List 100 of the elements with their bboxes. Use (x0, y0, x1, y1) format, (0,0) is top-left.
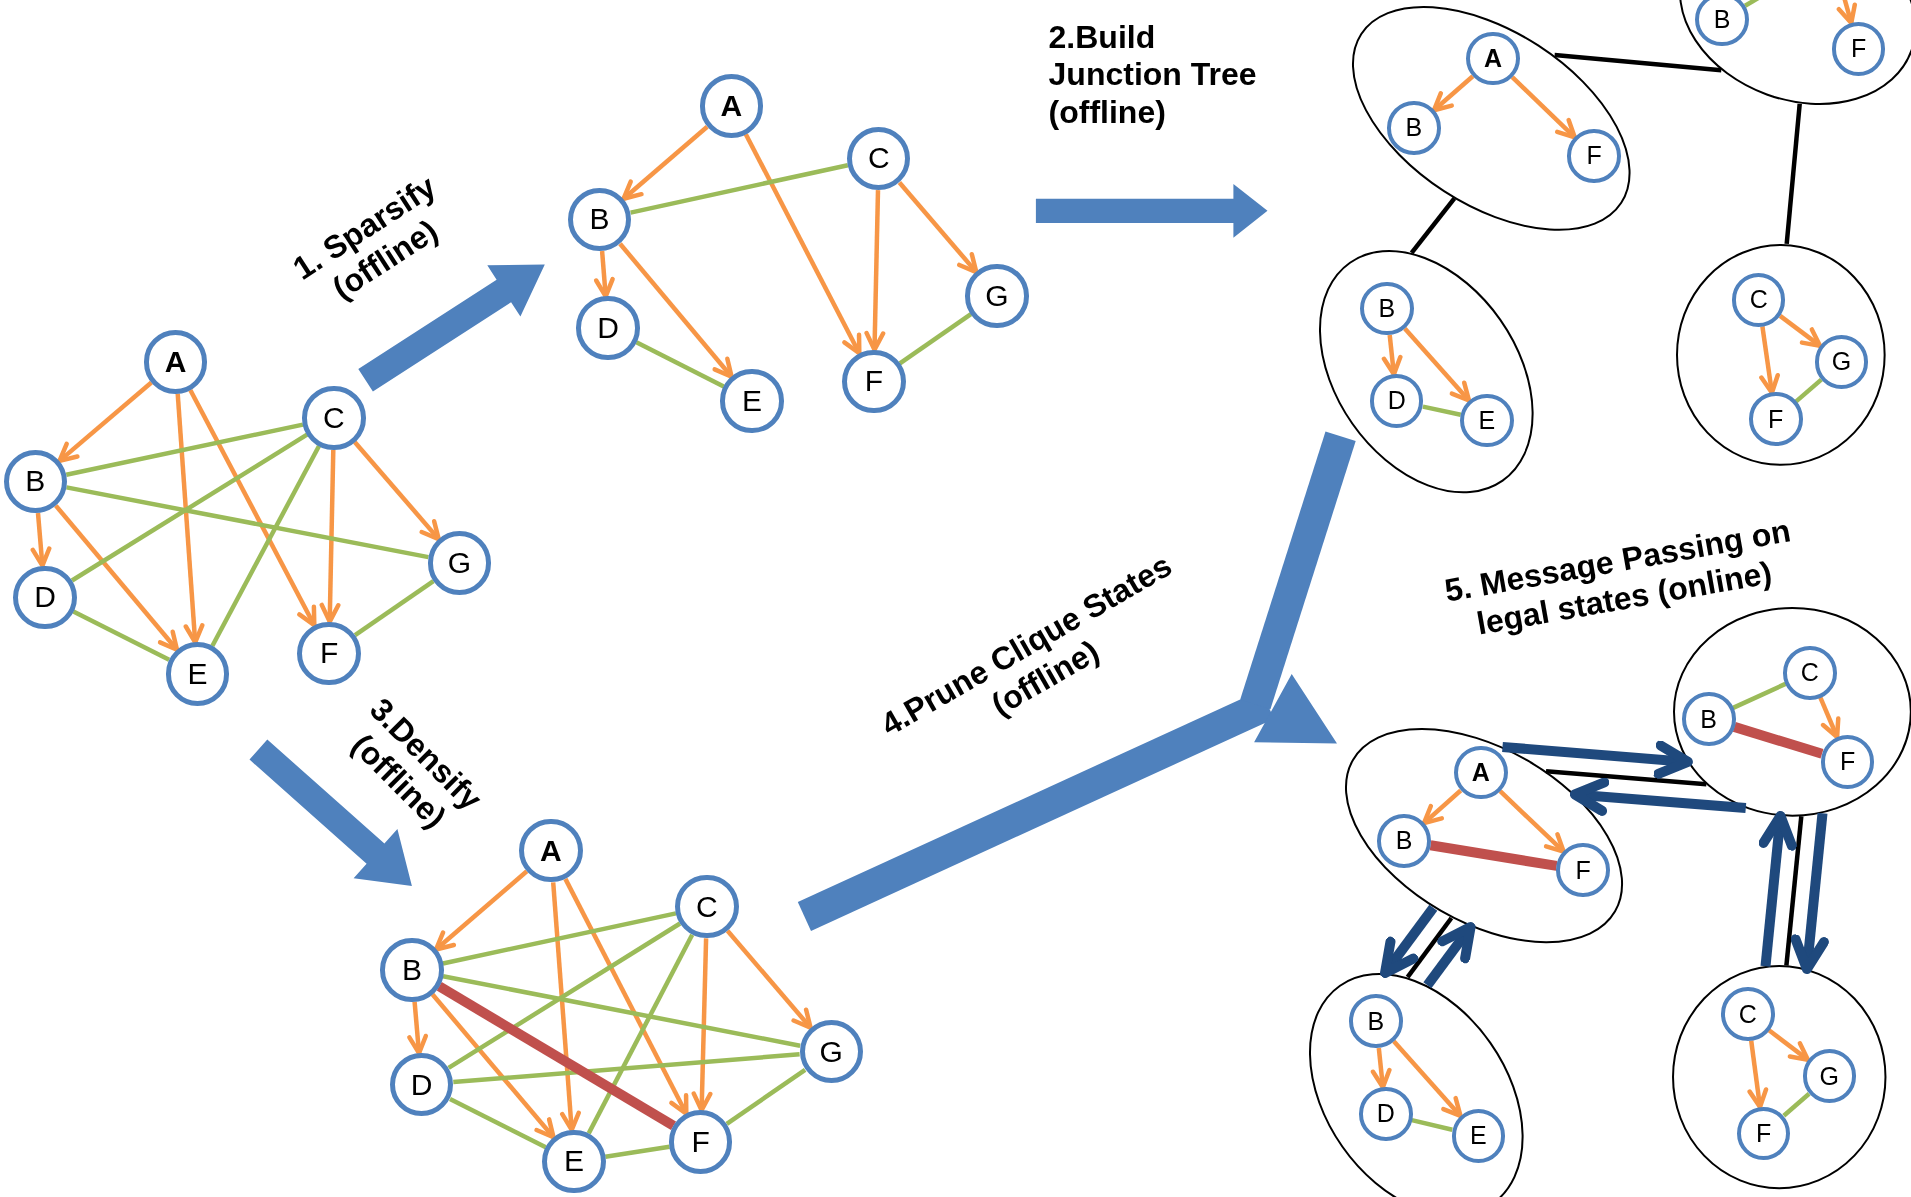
node-label: C (1800, 660, 1819, 686)
link-line (442, 974, 801, 1048)
arrow (1403, 326, 1472, 403)
graph-node (1567, 129, 1621, 183)
link-line (1411, 1117, 1453, 1132)
node-label: G (985, 281, 1009, 312)
node-label: B (1378, 295, 1396, 321)
node-label: E (187, 658, 208, 689)
node-label: G (819, 1036, 843, 1067)
graph-node (1386, 101, 1441, 155)
node-label: D (34, 582, 56, 613)
link-line (66, 485, 429, 560)
arrow (725, 929, 813, 1030)
graph-node (675, 875, 739, 939)
graph-node (519, 819, 583, 883)
node-label: F (1755, 1120, 1772, 1146)
arrow (593, 250, 615, 299)
graph-node (302, 386, 366, 450)
link-line (447, 921, 682, 1070)
arrow (1778, 314, 1823, 349)
graph-node (1556, 843, 1610, 897)
node-label: B (25, 466, 46, 497)
graph-node (3, 449, 68, 514)
link-line (1784, 103, 1802, 245)
node-label: E (1478, 407, 1496, 433)
link-line (65, 422, 304, 477)
clique-ellipse (1318, 250, 1534, 494)
arrow (433, 869, 529, 952)
clique-ellipse (1675, 243, 1886, 466)
node-label: A (164, 346, 187, 377)
arrow (621, 125, 709, 201)
arrow (57, 380, 153, 464)
graph-node (1377, 814, 1431, 868)
graph-node (1451, 1109, 1506, 1163)
node-label: F (1768, 406, 1784, 432)
node-label: G (447, 548, 472, 579)
link-line (1409, 196, 1457, 255)
clique-ellipse (1345, 728, 1624, 944)
node-label: E (564, 1146, 585, 1177)
node-label: B (1367, 1008, 1385, 1034)
node-label: C (1738, 1001, 1757, 1027)
message-arrow (1502, 740, 1693, 779)
graph-node (1720, 987, 1775, 1041)
arrow (175, 393, 205, 645)
link-line (1732, 681, 1787, 710)
arrow (1759, 326, 1780, 395)
node-label: C (1749, 287, 1768, 313)
clique-ellipse (1352, 5, 1631, 231)
graph-node (576, 296, 640, 360)
clique-ellipse (1672, 965, 1887, 1190)
arrow (1421, 788, 1463, 826)
link-line (1554, 52, 1722, 73)
arrow (618, 242, 734, 379)
graph-node (1349, 994, 1403, 1049)
graph-node (297, 621, 361, 685)
arrow (1510, 75, 1578, 140)
node-label: D (1376, 1101, 1395, 1127)
message-arrow (1790, 812, 1829, 974)
arrow (319, 449, 341, 624)
arrow (1370, 1047, 1392, 1090)
node-label: B (1395, 828, 1413, 854)
message-arrow (1758, 811, 1797, 967)
link-line (353, 579, 435, 638)
node-label: A (1483, 46, 1502, 71)
graph-node (1814, 335, 1869, 389)
message-arrow (1380, 904, 1438, 978)
arrow (897, 181, 979, 275)
message-arrow (1423, 921, 1476, 989)
node-label: F (864, 366, 883, 397)
arrow (743, 133, 862, 356)
link-line (725, 1067, 807, 1126)
link-line (605, 1144, 670, 1159)
link-line (453, 1052, 800, 1085)
arrow (1392, 1039, 1463, 1119)
link-line (70, 432, 309, 583)
graph-node (669, 1110, 733, 1174)
node-label: A (540, 835, 562, 866)
node-label: F (319, 638, 339, 669)
thick-link-line (1732, 722, 1824, 759)
graph-node (380, 938, 444, 1002)
arrow (1836, 0, 1857, 26)
arrow (691, 938, 713, 1113)
arrow (563, 877, 689, 1117)
node-label: G (1819, 1063, 1840, 1089)
link-line (442, 911, 677, 966)
node-label: D (1387, 388, 1406, 414)
message-arrow (1569, 777, 1747, 816)
node-label: B (589, 204, 610, 235)
step-label: 5. Message Passing on legal states (online) (1440, 511, 1795, 644)
link-line (586, 933, 695, 1135)
link-line (1422, 404, 1462, 417)
node-label: F (1840, 749, 1856, 775)
link-line (898, 312, 973, 366)
link-line (1784, 816, 1804, 966)
graph-node (1731, 273, 1786, 327)
node-label: F (691, 1126, 710, 1157)
node-label: D (410, 1069, 433, 1100)
link-line (1545, 769, 1707, 787)
graph-node (1681, 692, 1736, 746)
link-line (630, 163, 849, 215)
